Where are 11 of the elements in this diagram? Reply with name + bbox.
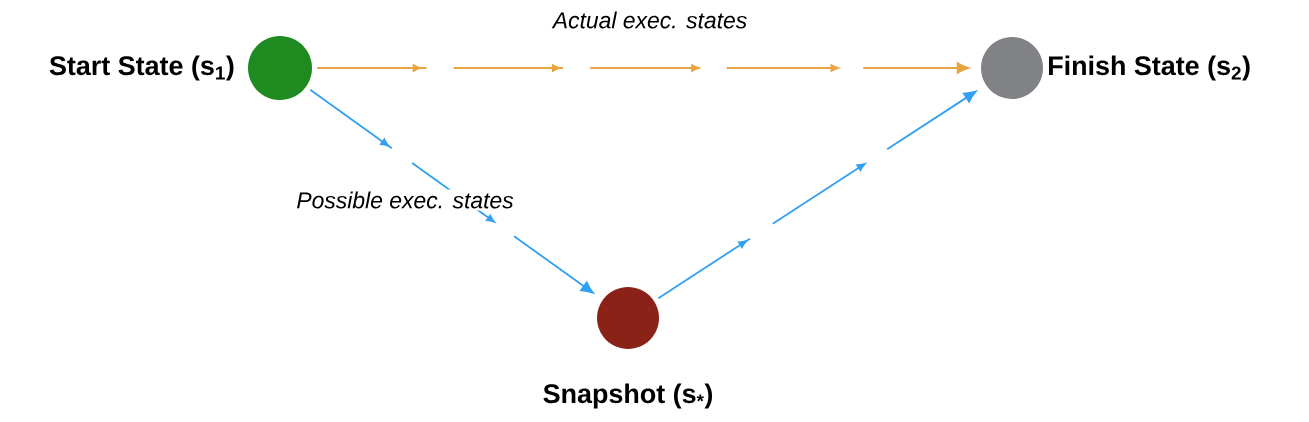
edge-label: Possible exec. states [294,189,516,211]
state-circle [248,36,312,100]
arrow [309,88,594,294]
arrow [316,62,970,74]
state-label: Start State (s$_{1}$) [49,55,234,81]
state-circle [597,287,659,349]
state-label: Snapshot (s$_{*}$) [543,383,713,409]
edge-label: Actual exec. states [550,9,750,31]
state-label: Finish State (s$_{2}$) [1049,55,1250,81]
state-circle [981,37,1043,99]
arrow [657,90,977,300]
